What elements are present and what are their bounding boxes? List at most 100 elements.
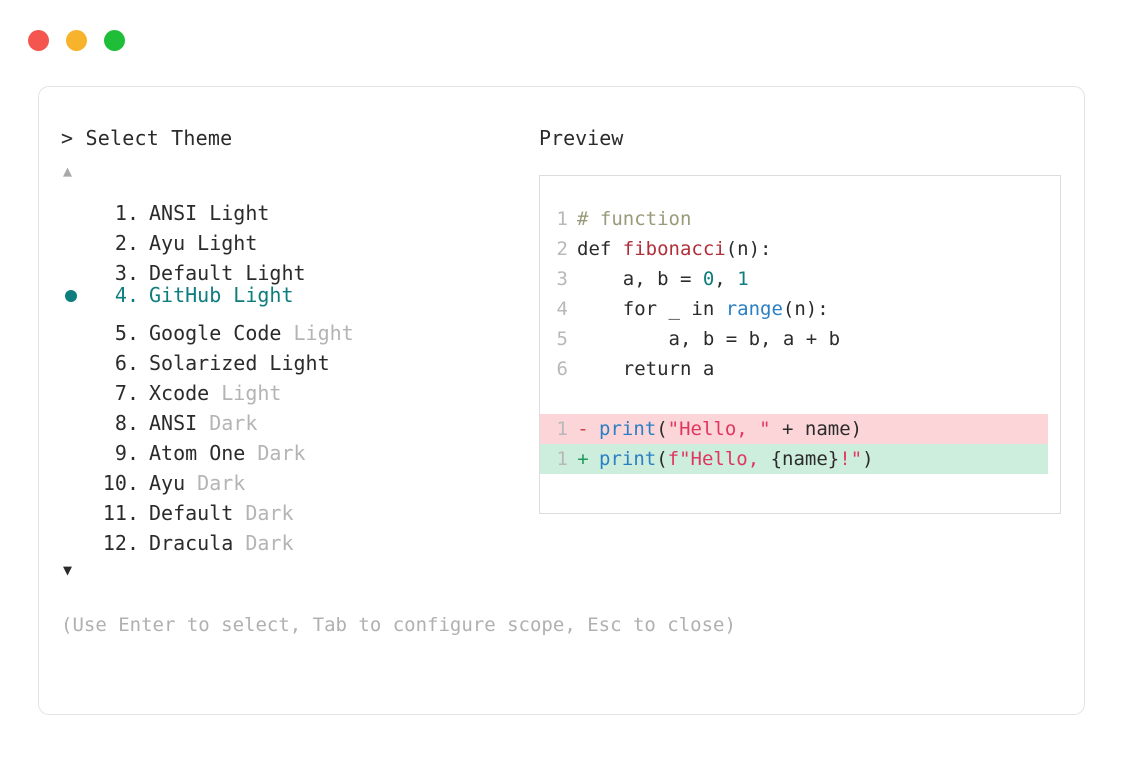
theme-list-item[interactable]: 11. Default Dark [61, 490, 531, 525]
code-token: (n): [782, 298, 829, 320]
theme-item-label: Default Light [149, 261, 306, 285]
theme-list-item[interactable]: 1. ANSI Light [61, 190, 531, 225]
prompt-caret-icon: > [61, 126, 74, 150]
selected-bullet-icon [65, 290, 77, 302]
theme-item-variant-label: Dark [185, 471, 246, 495]
theme-item-label: ANSI [149, 411, 198, 435]
theme-list-item[interactable]: 9. Atom One Dark [61, 430, 531, 465]
theme-item-index: 3. [114, 261, 139, 285]
theme-item-label: Ayu Light [149, 231, 258, 255]
theme-list-item[interactable]: 8.ANSI Dark [61, 400, 531, 435]
theme-item-variant-label: Dark [245, 441, 306, 465]
theme-item-label: Solarized Light [149, 351, 330, 375]
theme-item-variant-label: Dark [197, 411, 258, 435]
theme-list-item[interactable]: 6. Solarized Light [61, 340, 531, 375]
theme-item-index: 6. [114, 351, 139, 375]
page-title: Select Theme [85, 126, 233, 150]
theme-item-label: Dracula [149, 531, 234, 555]
code-token: fibonacci [622, 238, 726, 260]
code-token: + name) [770, 418, 863, 440]
selection-bullet-cell [61, 400, 93, 430]
theme-item-index: 11. [102, 501, 139, 525]
keyboard-hint: (Use Enter to select, Tab to configure s… [61, 614, 736, 636]
selection-bullet-cell [61, 460, 93, 490]
code-token: a, b = [577, 268, 703, 290]
code-token: 0 [702, 268, 715, 290]
theme-item-index: 12. [102, 531, 139, 555]
code-line: 2 def fibonacci(n): [540, 234, 1060, 264]
code-token: def [577, 238, 623, 260]
theme-item-index: 5. [114, 321, 139, 345]
theme-item-label: ANSI Light [149, 201, 270, 225]
theme-list-item[interactable]: 3. Default Light [61, 250, 531, 285]
code-token: (n): [725, 238, 772, 260]
selection-bullet-cell [61, 220, 93, 250]
code-token: ( [656, 448, 668, 470]
theme-item-variant-label: Light [209, 381, 282, 405]
code-token: !" [839, 448, 863, 470]
maximize-window-button[interactable] [104, 30, 125, 51]
code-line: 1# function [540, 204, 1060, 234]
code-line: 4 for _ in range(n): [540, 294, 1060, 324]
theme-item-variant-label: Dark [233, 501, 294, 525]
code-token: "Hello, " [667, 418, 771, 440]
selection-bullet-cell [61, 310, 93, 340]
code-token: ( [656, 418, 668, 440]
code-line: 5 a, b = b, a + b [540, 324, 1060, 354]
line-number: 3 [556, 268, 568, 290]
diff-added-line: 1+print(f"Hello, {name}!") [540, 444, 1048, 474]
code-token: for _ in [577, 298, 726, 320]
code-token: ) [862, 448, 874, 470]
code-token: return a [577, 358, 715, 380]
selection-bullet-cell [61, 370, 93, 400]
code-token: a, b = b, a + b [577, 328, 841, 350]
theme-list-item[interactable]: 5.Google Code Light [61, 310, 531, 345]
theme-item-label: Default [149, 501, 234, 525]
theme-item-index: 10. [102, 471, 139, 495]
code-token: f"Hello, [667, 448, 771, 470]
theme-list-item[interactable]: 12.Dracula Dark [61, 520, 531, 555]
selection-bullet-cell [61, 520, 93, 550]
scroll-up-icon[interactable]: ▲ [63, 162, 73, 180]
line-number: 5 [556, 328, 568, 350]
theme-item-index: 1. [114, 201, 139, 225]
line-number: 1 [556, 418, 568, 440]
theme-item-index: 9. [114, 441, 139, 465]
diff-block: 1-print("Hello, " + name)1+print(f"Hello… [540, 414, 1060, 474]
minimize-window-button[interactable] [66, 30, 87, 51]
window-controls [28, 30, 125, 51]
code-spacer [540, 384, 1060, 414]
close-window-button[interactable] [28, 30, 49, 51]
theme-list-item[interactable]: 10. Ayu Dark [61, 460, 531, 495]
preview-title: Preview [539, 126, 624, 150]
theme-item-label: GitHub Light [149, 283, 294, 307]
code-token: range [725, 298, 783, 320]
selection-bullet-cell [61, 490, 93, 520]
selection-bullet-cell [61, 430, 93, 460]
selection-bullet-cell [61, 340, 93, 370]
theme-item-label: Google Code [149, 321, 282, 345]
theme-item-label: Atom One [149, 441, 246, 465]
theme-list-item[interactable]: 7.Xcode Light [61, 370, 531, 405]
theme-list-item[interactable]: 2.Ayu Light [61, 220, 531, 255]
theme-item-index: 4. [114, 283, 139, 307]
line-number: 6 [556, 358, 568, 380]
theme-list-item[interactable]: 4. GitHub Light [61, 280, 531, 310]
theme-item-label: Xcode [149, 381, 210, 405]
theme-item-label: Ayu [149, 471, 186, 495]
line-number: 2 [556, 238, 568, 260]
code-line: 6 return a [540, 354, 1060, 384]
scroll-down-icon[interactable]: ▼ [63, 561, 73, 579]
code-token: print [599, 448, 657, 470]
selection-bullet-cell [61, 190, 93, 220]
code-token: # function [577, 208, 692, 230]
prompt-line: > Select Theme [61, 125, 531, 151]
code-token: {name} [770, 448, 840, 470]
diff-minus-icon: - [577, 418, 589, 440]
